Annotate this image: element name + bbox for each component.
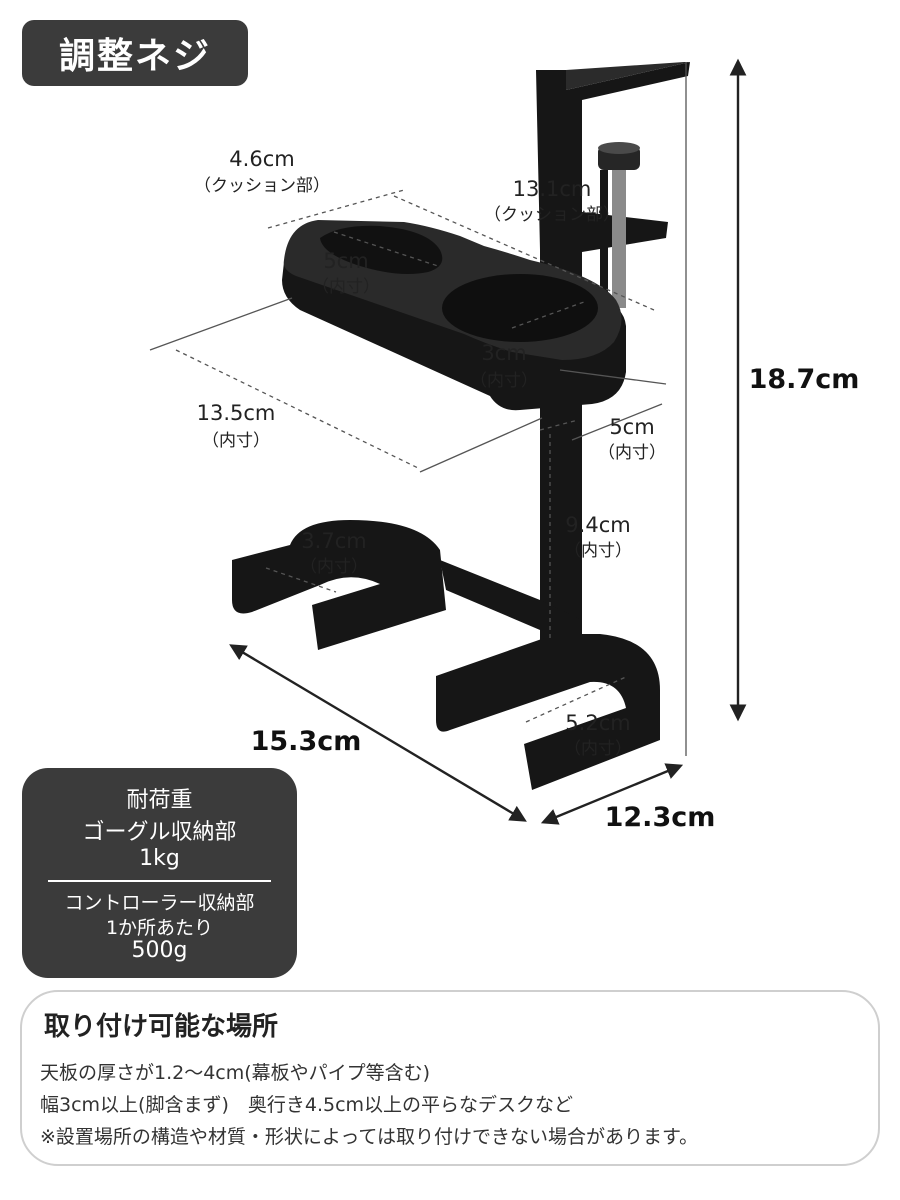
desk-clamp (536, 62, 690, 308)
dim-vertical-gap: 9.4cm （内寸） (564, 513, 632, 561)
product-diagram: 4.6cm （クッション部） 13.1cm （クッション部） 5cm （内寸） … (149, 58, 860, 833)
controller-load-label: コントローラー収納部 (64, 892, 255, 914)
installation-panel: 取り付け可能な場所 天板の厚さが1.2〜4cm(幕板やパイプ等含む) 幅3cm以… (20, 990, 880, 1166)
svg-text:5.2cm: 5.2cm (565, 711, 630, 735)
svg-text:3cm: 3cm (481, 341, 526, 365)
dim-cushion-width: 4.6cm （クッション部） (194, 147, 330, 196)
svg-text:（内寸）: （内寸） (564, 739, 632, 759)
svg-text:3.7cm: 3.7cm (301, 529, 366, 553)
svg-text:（内寸）: （内寸） (564, 541, 632, 561)
adjust-screw-knob (598, 142, 640, 170)
svg-text:（クッション部）: （クッション部） (194, 176, 330, 196)
dim-cushion-length: 13.1cm （クッション部） (484, 177, 620, 225)
installation-line: ※設置場所の構造や材質・形状によっては取り付けできない場合があります。 (40, 1126, 699, 1148)
dim-total-height: 18.7cm (749, 364, 860, 395)
svg-text:（内寸）: （内寸） (300, 557, 368, 577)
goggle-load-label: ゴーグル収納部 (82, 820, 237, 845)
svg-text:5cm: 5cm (323, 249, 368, 273)
svg-text:（内寸）: （内寸） (470, 371, 538, 391)
dim-right-hook: 5.2cm （内寸） (564, 711, 632, 759)
load-divider (48, 880, 271, 882)
svg-text:13.5cm: 13.5cm (197, 401, 276, 425)
svg-text:13.1cm: 13.1cm (513, 177, 592, 201)
dim-total-depth: 12.3cm (605, 802, 716, 833)
installation-line: 幅3cm以上(脚含まず) 奥行き4.5cm以上の平らなデスクなど (40, 1094, 574, 1116)
installation-line: 天板の厚さが1.2〜4cm(幕板やパイプ等含む) (40, 1062, 431, 1084)
svg-text:（内寸）: （内寸） (202, 431, 270, 451)
width-arrow (229, 644, 527, 822)
controller-load-value: 500g (131, 938, 188, 963)
dim-left-hook: 3.7cm （内寸） (300, 529, 368, 577)
svg-text:（クッション部）: （クッション部） (484, 205, 620, 225)
svg-text:（内寸）: （内寸） (598, 443, 666, 463)
svg-text:9.4cm: 9.4cm (565, 513, 630, 537)
dim-total-width: 15.3cm (251, 726, 362, 757)
depth-arrow (540, 763, 684, 825)
installation-title: 取り付け可能な場所 (44, 1012, 279, 1042)
svg-text:4.6cm: 4.6cm (229, 147, 294, 171)
svg-text:5cm: 5cm (609, 415, 654, 439)
dim-goggle-hole: 5cm （内寸） (312, 249, 380, 297)
svg-text:（内寸）: （内寸） (312, 277, 380, 297)
badge-label: 調整ネジ (58, 36, 211, 77)
dim-small-hole: 3cm （内寸） (470, 341, 538, 391)
load-capacity-panel: 耐荷重 ゴーグル収納部 1kg コントローラー収納部 1か所あたり 500g (22, 768, 297, 978)
dim-tray-inner-depth: 5cm （内寸） (598, 415, 666, 463)
load-title: 耐荷重 (126, 788, 193, 813)
dim-tray-inner-length: 13.5cm （内寸） (197, 401, 276, 451)
controller-load-sub: 1か所あたり (105, 917, 214, 939)
adjust-screw-badge: 調整ネジ (22, 20, 248, 86)
goggle-load-value: 1kg (139, 846, 180, 871)
dimension-guides (175, 189, 655, 723)
